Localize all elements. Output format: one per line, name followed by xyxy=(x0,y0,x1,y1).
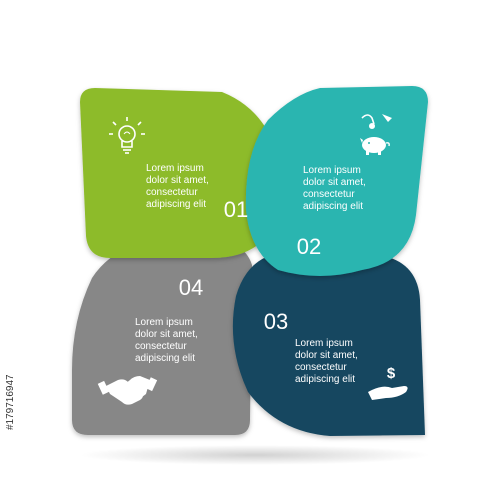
petal-number-02: 02 xyxy=(297,234,321,259)
handshake-icon xyxy=(97,376,158,405)
petal-04-text-line: Lorem ipsum xyxy=(135,317,193,328)
petal-02-text-line: dolor sit amet, xyxy=(303,177,366,188)
petal-02-text-line: adipiscing elit xyxy=(303,201,363,212)
petal-03-text-line: dolor sit amet, xyxy=(295,350,358,361)
petal-number-04: 04 xyxy=(179,275,203,300)
stock-id: #179716947 xyxy=(5,374,16,430)
lightbulb-icon xyxy=(109,117,145,154)
petal-01-text-line: dolor sit amet, xyxy=(146,175,209,186)
floor-shadow xyxy=(80,445,430,465)
petal-02-text-line: consectetur xyxy=(303,189,355,200)
petal-01 xyxy=(80,88,281,258)
petal-01-text-line: Lorem ipsum xyxy=(146,163,204,174)
petal-01-shape xyxy=(80,88,281,258)
piggy-bank-icon xyxy=(360,114,392,155)
petal-number-03: 03 xyxy=(264,309,288,334)
petal-01-text-line: consectetur xyxy=(146,187,198,198)
petal-02-shape xyxy=(245,86,428,276)
svg-text:$: $ xyxy=(387,365,396,382)
dollar-hand-icon: $ xyxy=(368,365,408,400)
petal-03-text-line: adipiscing elit xyxy=(295,374,355,385)
petal-02-text-line: Lorem ipsum xyxy=(303,165,361,176)
petal-04-text-line: dolor sit amet, xyxy=(135,329,198,340)
petal-number-01: 01 xyxy=(224,197,248,222)
petal-04-text-line: consectetur xyxy=(135,341,187,352)
petal-03-text-line: consectetur xyxy=(295,362,347,373)
petal-01-text-line: adipiscing elit xyxy=(146,199,206,210)
petal-04-text-line: adipiscing elit xyxy=(135,353,195,364)
petal-03-text-line: Lorem ipsum xyxy=(295,338,353,349)
petal-02 xyxy=(245,86,428,276)
